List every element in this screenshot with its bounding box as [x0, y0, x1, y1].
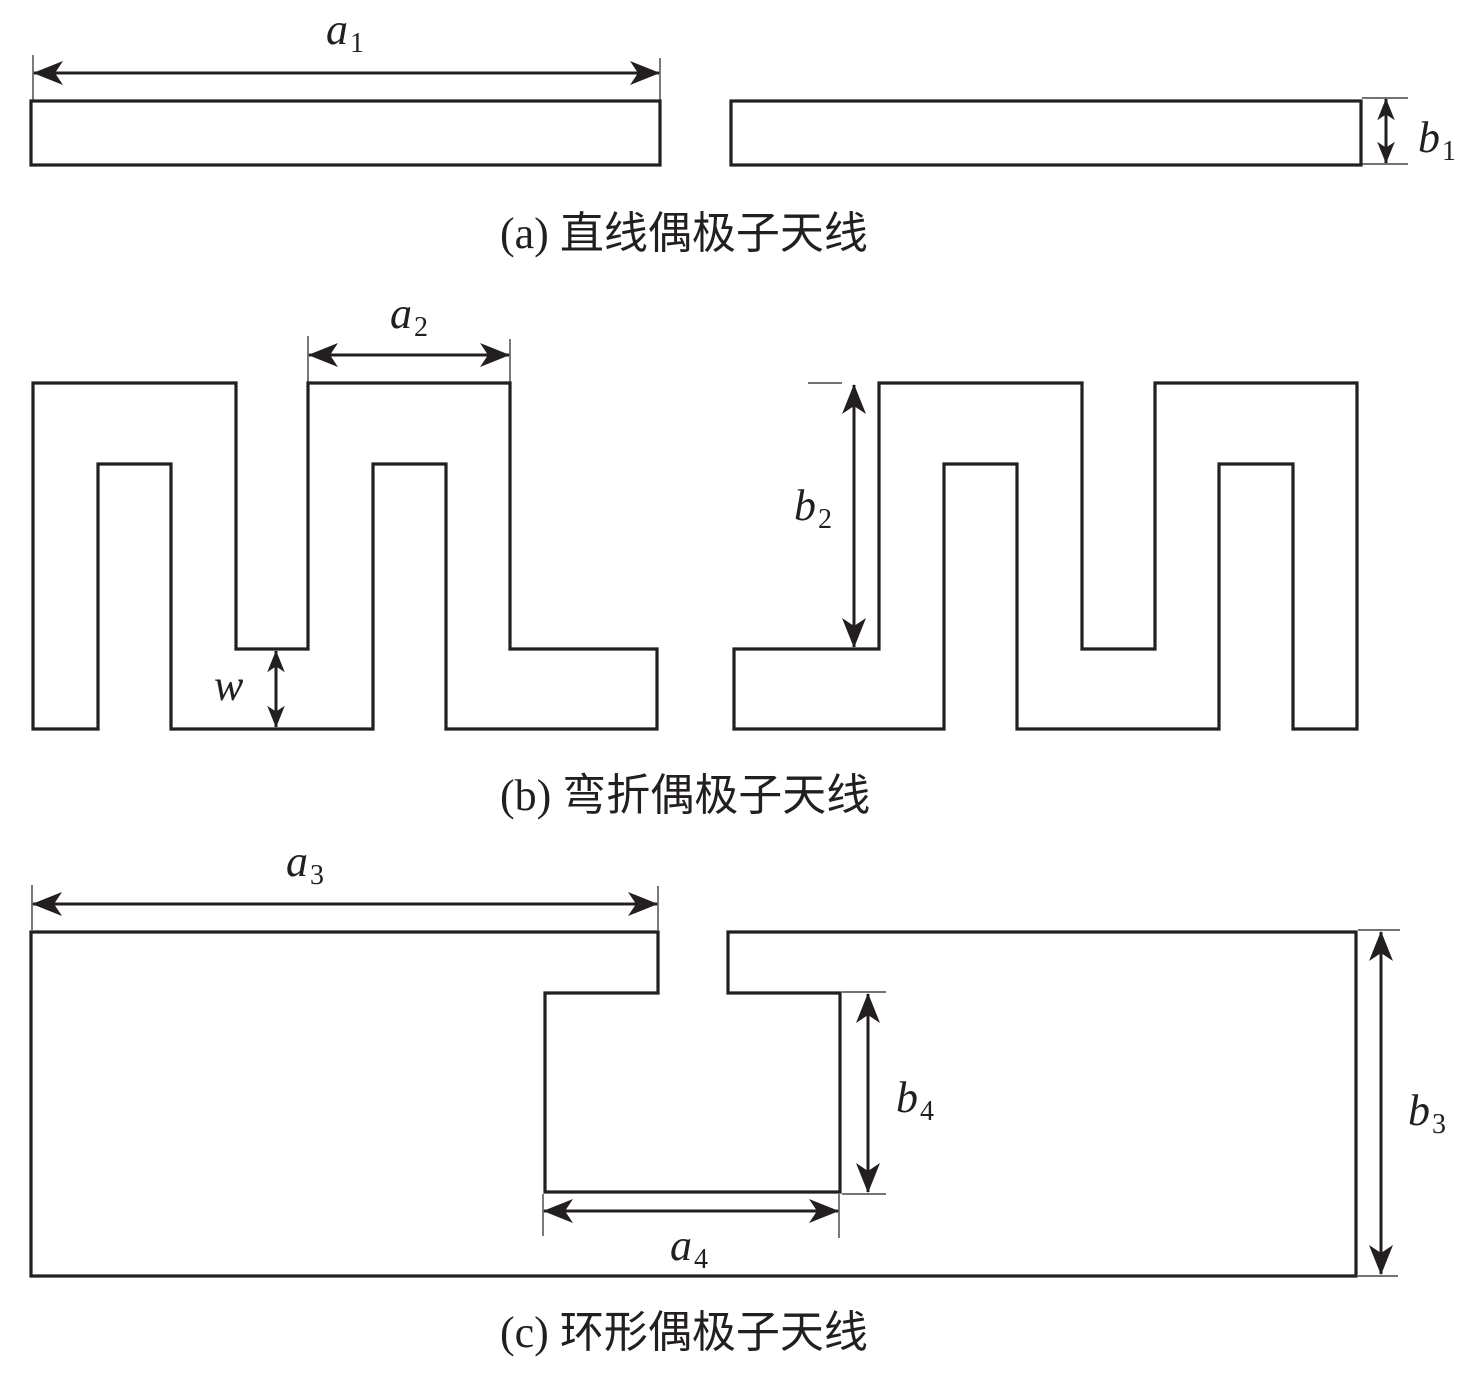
label-w: w: [214, 661, 244, 710]
label-b1: b1: [1418, 113, 1456, 167]
label-b2: b2: [794, 481, 832, 535]
label-a3: a3: [286, 837, 324, 891]
label-a2: a2: [390, 289, 428, 343]
dimension-b1: b1: [1362, 97, 1456, 167]
dimension-b4: b4: [842, 991, 934, 1195]
loop-dipole-outline: [29, 930, 1358, 1278]
dipole-arm-left: [29, 99, 662, 167]
label-a1: a1: [326, 5, 364, 59]
dimension-a3: a3: [31, 837, 659, 930]
dipole-arm-right: [729, 99, 1363, 167]
caption-c: (c) 环形偶极子天线: [500, 1308, 868, 1357]
dimension-b3: b3: [1358, 929, 1446, 1277]
dimension-a1: a1: [32, 5, 661, 100]
caption-b: (b) 弯折偶极子天线: [500, 771, 870, 820]
panel-a-straight-dipole: a1 b1 (a) 直线偶极子天线: [29, 5, 1456, 258]
dimension-b2: b2: [794, 382, 866, 648]
meander-arm-right: [732, 381, 1359, 731]
label-b3: b3: [1408, 1086, 1446, 1140]
dimension-a4: a4: [542, 1194, 840, 1275]
panel-b-meander-dipole: a2 b2 w (b) 弯折偶极子天线: [31, 289, 1359, 820]
meander-arm-left: [31, 381, 659, 731]
dimension-w: w: [214, 650, 285, 728]
label-a4: a4: [670, 1221, 708, 1275]
panel-c-loop-dipole: a3 b3 a4 b4 (c) 环形偶极子天线: [29, 837, 1446, 1357]
caption-a: (a) 直线偶极子天线: [500, 209, 868, 258]
label-b4: b4: [896, 1073, 934, 1127]
dimension-a2: a2: [307, 289, 511, 382]
